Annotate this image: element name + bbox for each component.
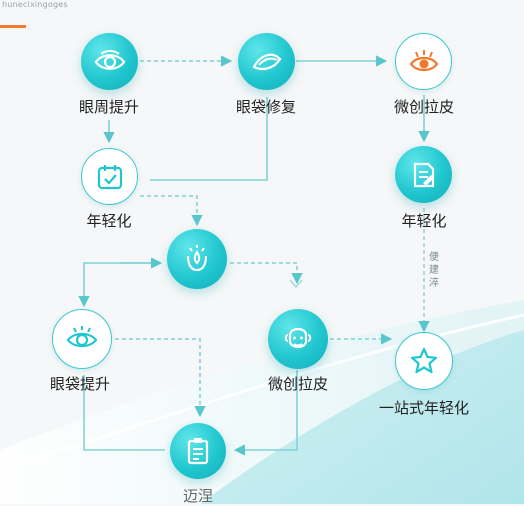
clipboard-icon [187, 438, 209, 465]
node-center-hub[interactable] [167, 229, 227, 289]
node-rejuvenation-right[interactable] [395, 146, 452, 203]
sparkle-drop-icon [186, 245, 208, 272]
node-minimally-invasive-top[interactable] [395, 33, 452, 90]
node-one-stop[interactable] [395, 332, 453, 390]
calendar-check-icon [97, 164, 122, 189]
label-bottom-final: 迈涅 [182, 487, 214, 505]
eye-outline-icon [66, 326, 98, 348]
eyelid-icon [252, 53, 281, 70]
edge-hub-to-face [230, 262, 303, 285]
eye-icon [94, 49, 125, 70]
node-bottom-final[interactable] [170, 423, 226, 479]
edge-hub-to-left [78, 262, 160, 308]
edge-bag-to-hub [150, 97, 268, 181]
node-rejuvenation-left[interactable] [81, 148, 138, 205]
face-icon [284, 327, 312, 349]
label-eye-bag-lift: 眼袋提升 [49, 375, 111, 393]
edge-face-to-final [233, 370, 298, 456]
label-one-stop: 一站式年轻化 [378, 399, 470, 417]
v-glyph [289, 279, 303, 289]
label-minimally-invasive-top: 微创拉皮 [393, 98, 455, 116]
edge-left-dashed-to-final [115, 338, 206, 418]
edge-eyebag-to-final [83, 375, 165, 451]
star-icon [410, 347, 438, 374]
node-eye-lift[interactable] [81, 33, 138, 90]
side-note: 便建淬 [429, 252, 439, 289]
edge-calendar-to-hub [140, 195, 203, 227]
node-eye-bag-lift[interactable] [52, 309, 112, 369]
top-caption: hunecixingoges [2, 0, 68, 9]
document-edit-icon [413, 162, 434, 187]
label-rejuvenation-left: 年轻化 [86, 212, 132, 230]
label-rejuvenation-right: 年轻化 [401, 212, 447, 230]
accent-bar [0, 25, 26, 28]
eye-lashes-icon [409, 49, 438, 71]
node-minimally-invasive-bottom[interactable] [268, 309, 328, 369]
label-eye-bag-repair: 眼袋修复 [235, 98, 297, 116]
label-eye-lift: 眼周提升 [78, 98, 140, 116]
label-minimally-invasive-bottom: 微创拉皮 [267, 375, 329, 393]
node-eye-bag-repair[interactable] [238, 33, 295, 90]
